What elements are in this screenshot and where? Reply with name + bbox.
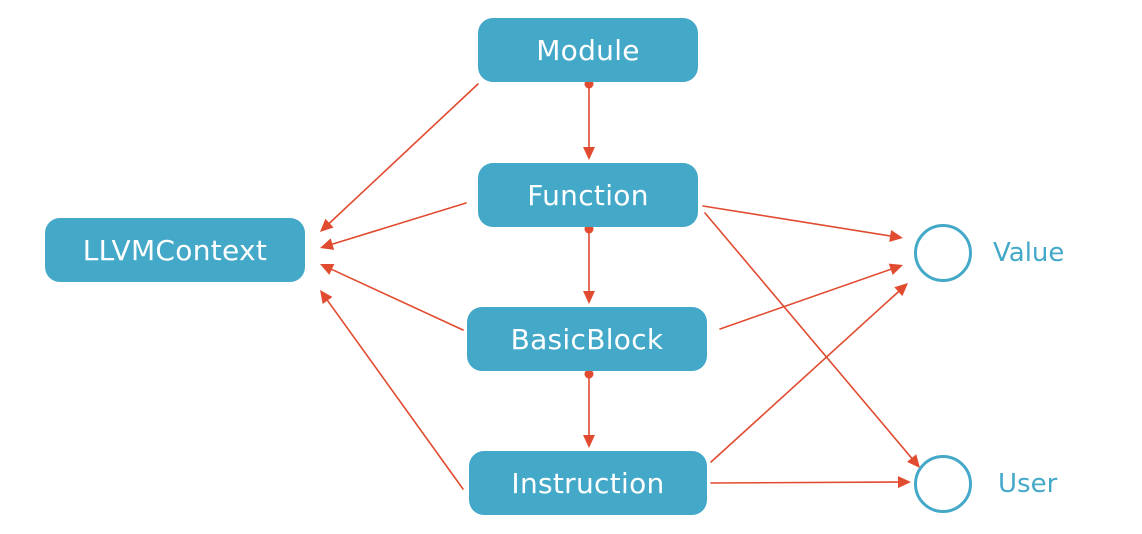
user-circle	[914, 455, 972, 513]
edge-function-to-user	[704, 212, 920, 468]
edge-basicblock-to-instruction	[583, 369, 595, 448]
edge-basicblock-to-value	[719, 263, 903, 330]
arrowhead	[583, 435, 595, 448]
instruction-label: Instruction	[511, 466, 665, 500]
arrowhead	[583, 291, 595, 304]
user-label: User	[998, 469, 1058, 499]
arrowhead	[907, 454, 920, 468]
basicblock-node: BasicBlock	[467, 307, 707, 371]
edge-function-to-basicblock	[583, 224, 595, 304]
value-label: Value	[993, 238, 1065, 268]
arrowhead	[320, 264, 335, 275]
edge-instruction-to-user	[710, 476, 911, 489]
edge-function-to-llvmcontext	[320, 202, 467, 250]
value-circle	[914, 224, 972, 282]
instruction-node: Instruction	[469, 451, 707, 515]
arrowhead	[889, 230, 903, 242]
edge-line	[331, 268, 464, 331]
edge-instruction-to-llvmcontext	[320, 290, 464, 490]
edge-tail-dot	[584, 369, 594, 379]
llvmcontext-label: LLVMContext	[82, 233, 268, 267]
function-label: Function	[527, 178, 649, 212]
module-node: Module	[478, 18, 698, 82]
edge-module-to-llvmcontext	[320, 83, 479, 232]
edge-line	[328, 83, 479, 224]
arrowhead	[320, 238, 335, 250]
basicblock-label: BasicBlock	[510, 322, 664, 356]
edge-line	[331, 202, 467, 245]
arrowhead	[583, 147, 595, 160]
edge-function-to-value	[702, 205, 903, 242]
llvmcontext-node: LLVMContext	[45, 218, 305, 282]
arrowhead	[320, 290, 333, 305]
module-label: Module	[536, 33, 640, 67]
edge-line	[704, 212, 913, 459]
edge-line	[702, 205, 891, 237]
edge-line	[326, 299, 464, 490]
arrowhead	[888, 263, 903, 275]
edge-basicblock-to-llvmcontext	[320, 264, 464, 331]
edge-line	[710, 481, 899, 484]
arrowhead	[894, 283, 908, 297]
arrowhead	[320, 218, 334, 232]
arrowhead	[897, 476, 911, 489]
edge-instruction-to-value	[710, 283, 908, 463]
function-node: Function	[478, 163, 698, 227]
edge-line	[710, 290, 900, 463]
edge-line	[719, 268, 892, 330]
edge-module-to-function	[583, 79, 595, 160]
